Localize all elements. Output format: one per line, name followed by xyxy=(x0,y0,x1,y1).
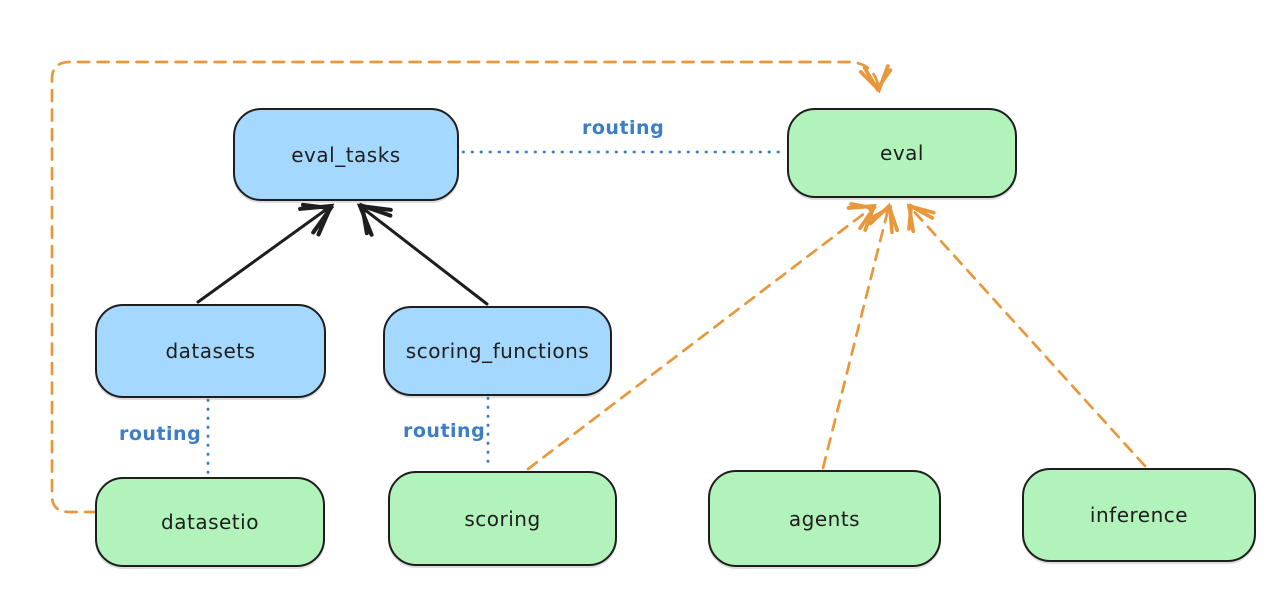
edge-scoring-to-eval xyxy=(526,202,877,471)
node-agents: agents xyxy=(708,470,941,567)
node-inference-label: inference xyxy=(1089,503,1189,527)
edge-datasetio-to-eval xyxy=(50,60,893,514)
edge-label-routing-datasets-datasetio: routing xyxy=(119,423,202,445)
edge-label-routing-eval-tasks-eval: routing xyxy=(582,117,665,139)
node-inference: inference xyxy=(1022,468,1256,562)
node-scoring-functions: scoring_functions xyxy=(383,306,612,396)
node-datasets-label: datasets xyxy=(165,339,256,363)
edge-inference-to-eval xyxy=(906,203,1147,468)
node-eval-tasks: eval_tasks xyxy=(233,108,459,201)
node-datasets: datasets xyxy=(95,304,326,398)
node-eval: eval xyxy=(787,108,1017,198)
edge-agents-to-eval xyxy=(821,202,900,470)
node-agents-label: agents xyxy=(788,506,861,531)
node-scoring-label: scoring xyxy=(464,506,541,531)
node-scoring: scoring xyxy=(388,471,617,566)
node-datasetio: datasetio xyxy=(95,477,325,567)
edge-label-routing-scoring-functions-scoring: routing xyxy=(403,420,486,442)
node-eval-label: eval xyxy=(880,141,924,165)
edge-datasets-to-eval-tasks xyxy=(196,202,335,304)
node-eval-tasks-label: eval_tasks xyxy=(291,142,401,167)
node-datasetio-label: datasetio xyxy=(161,510,259,534)
node-scoring-functions-label: scoring_functions xyxy=(405,339,590,363)
edge-scoring-functions-to-eval-tasks xyxy=(356,202,489,306)
